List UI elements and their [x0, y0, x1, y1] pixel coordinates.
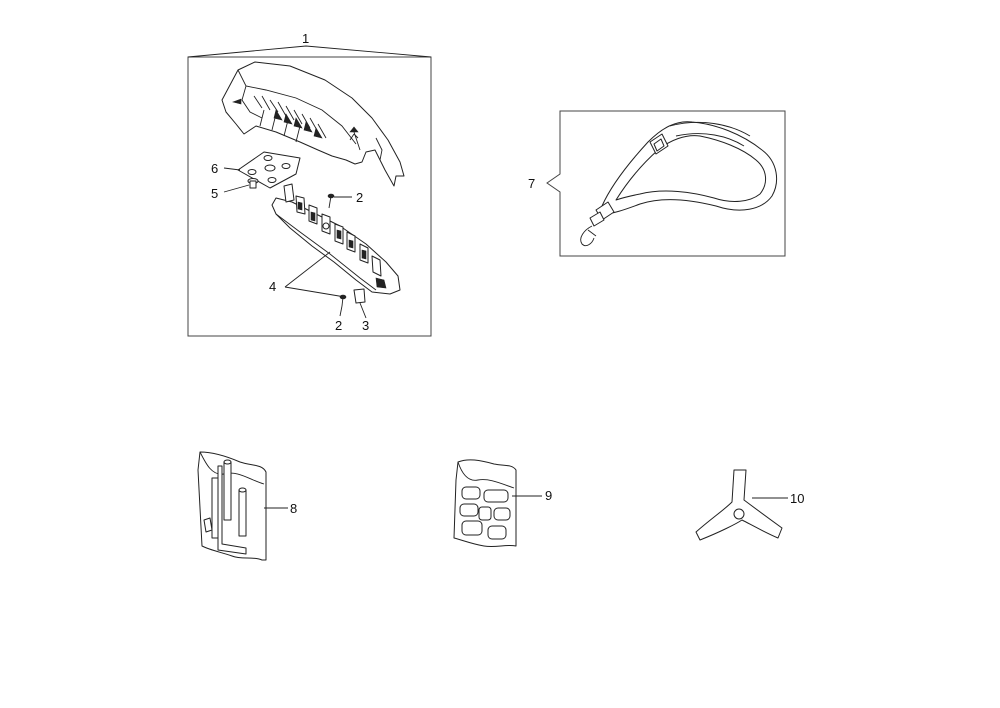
callout-10-label: 10 [790, 491, 804, 506]
callout-4-leader-a [284, 251, 331, 288]
plate-part [237, 151, 301, 189]
callout-1-leader [187, 45, 432, 58]
callout-2b-leader [339, 305, 343, 317]
parts-pack-items [459, 486, 511, 540]
guard-assembly-group: 1 6 [187, 31, 432, 337]
callout-5-label: 5 [211, 186, 218, 201]
callout-4-leader-b [284, 286, 346, 298]
screw-lower-part [339, 294, 347, 307]
blade-holder-part [271, 183, 401, 295]
wrench-pack-group: 8 [197, 451, 297, 561]
wrench-pack-bag [197, 451, 267, 561]
callout-7-label: 7 [528, 176, 535, 191]
callout-8-label: 8 [290, 501, 297, 516]
callout-2a-label: 2 [356, 190, 363, 205]
callout-5-leader [223, 184, 250, 193]
callout-9-label: 9 [545, 488, 552, 503]
blade-group: 10 [695, 469, 804, 541]
callout-4-label: 4 [269, 279, 276, 294]
callout-3-label: 3 [362, 318, 369, 333]
cutter-blade-part [353, 288, 366, 304]
callout-6-label: 6 [211, 161, 218, 176]
blade-center-hole [733, 508, 745, 520]
guard-assembly-frame [187, 56, 432, 337]
harness-strap-part [580, 121, 778, 247]
callout-3-leader [359, 302, 367, 319]
wrench-tools-part [203, 459, 247, 555]
callout-6-leader [223, 167, 241, 171]
harness-group: 7 [528, 110, 786, 257]
bolt-part [247, 178, 259, 189]
parts-pack-group: 9 [453, 459, 552, 548]
grass-guard-part [221, 61, 405, 187]
screw-upper-part [327, 193, 335, 209]
three-tooth-blade-part [695, 469, 783, 541]
callout-2b-label: 2 [335, 318, 342, 333]
harness-frame [546, 110, 786, 257]
callout-1-label: 1 [302, 31, 309, 46]
